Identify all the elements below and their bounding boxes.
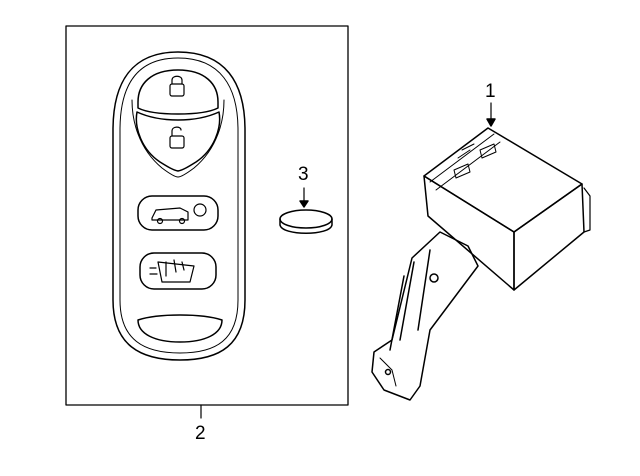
sliding-door-button: [139, 252, 217, 290]
sliding-door-icon: [149, 259, 195, 283]
unlock-icon: [169, 126, 185, 149]
callout-3: 3: [298, 164, 309, 185]
hatch-icon: [151, 203, 207, 225]
key-fob-frame: [65, 25, 349, 406]
receiver-module: [371, 102, 591, 401]
callout-1: 1: [485, 81, 496, 102]
unlock-button: [135, 111, 221, 172]
panic-button: [137, 314, 223, 343]
hatch-button: [137, 195, 219, 231]
battery: [279, 187, 333, 234]
lock-button: [137, 69, 219, 115]
callout-2: 2: [195, 423, 206, 444]
key-fob: [112, 51, 246, 361]
lock-icon: [169, 75, 185, 97]
